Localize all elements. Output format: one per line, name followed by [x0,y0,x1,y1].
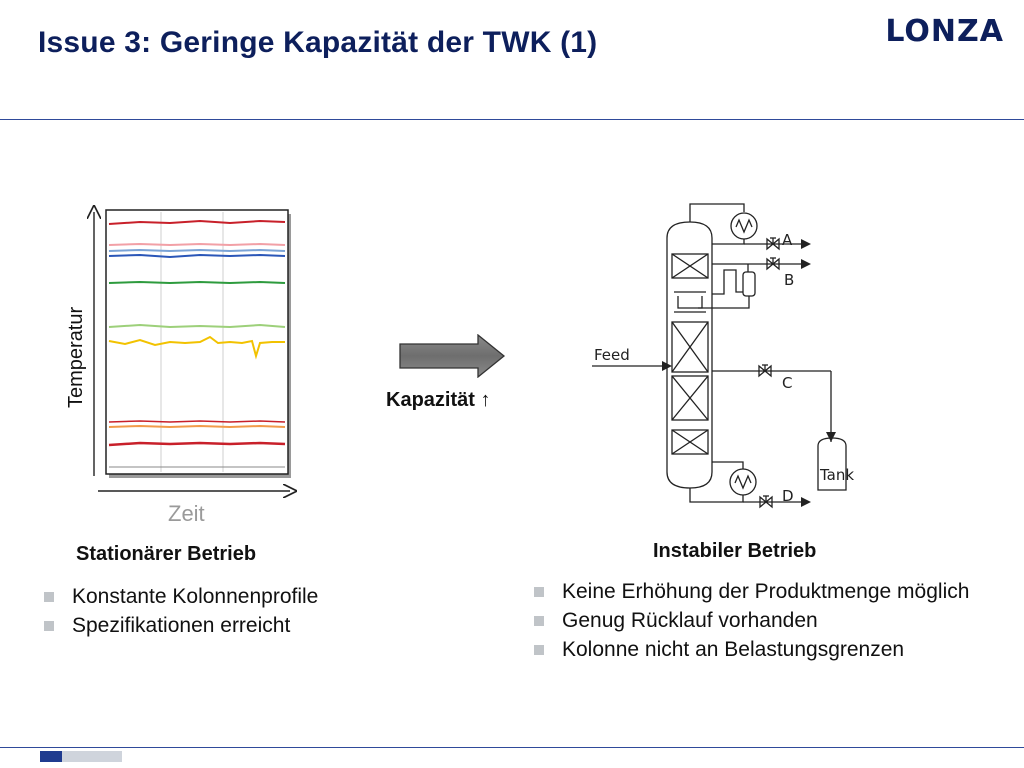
unstable-operation-heading: Instabiler Betrieb [653,540,817,562]
profile-line [108,253,286,259]
bullet-item: Kolonne nicht an Belastungsgrenzen [532,635,1002,664]
profile-line [108,248,286,253]
profile-line [108,335,285,360]
profile-line [108,219,286,225]
profile-line [108,242,286,247]
column-shell [666,221,713,489]
stream-d-label: D [782,487,794,505]
y-axis-label: Temperatur [65,307,87,408]
bullet-item: Spezifikationen erreicht [42,611,362,640]
bullet-item: Konstante Kolonnenprofile [42,582,362,611]
feed-label: Feed [594,346,630,364]
header-divider [0,119,1024,120]
bullet-item: Genug Rücklauf vorhanden [532,606,1002,635]
tank-label: Tank [819,466,854,484]
separator-vessel [742,271,756,297]
bullet-item: Keine Erhöhung der Produktmenge möglich [532,577,1002,606]
capacity-label: Kapazität ↑ [386,389,491,411]
unstable-operation-bullets: Keine Erhöhung der Produktmenge möglich … [532,577,1002,664]
packing-bed [671,321,709,373]
profile-line [108,280,286,285]
steady-state-heading: Stationärer Betrieb [76,543,257,565]
condenser [730,212,758,240]
lonza-logo: LONZA [885,14,1004,49]
profile-line [108,424,286,429]
footer-divider [0,747,1024,748]
footer-accent-blue [40,751,62,762]
reboiler [729,468,757,496]
packing-bed [671,429,709,455]
stream-c-label: C [782,374,792,392]
distillation-column-diagram: A B Feed C Tank D [592,203,854,509]
tank [817,437,847,491]
packing-bed [671,375,709,421]
stream-a-label: A [782,231,793,249]
temperature-profile-chart: Temperatur Zeit [65,200,310,526]
profile-line [108,441,286,447]
profile-line [108,420,286,423]
steady-state-bullets: Konstante Kolonnenprofile Spezifikatione… [42,582,362,640]
footer-accent-grey [62,751,122,762]
slide-title: Issue 3: Geringe Kapazität der TWK (1) [38,26,598,59]
profile-line [108,323,286,329]
transition-arrow [399,334,506,378]
stream-b-label: B [784,271,794,289]
x-axis-label: Zeit [168,501,205,526]
packing-bed [671,253,709,279]
